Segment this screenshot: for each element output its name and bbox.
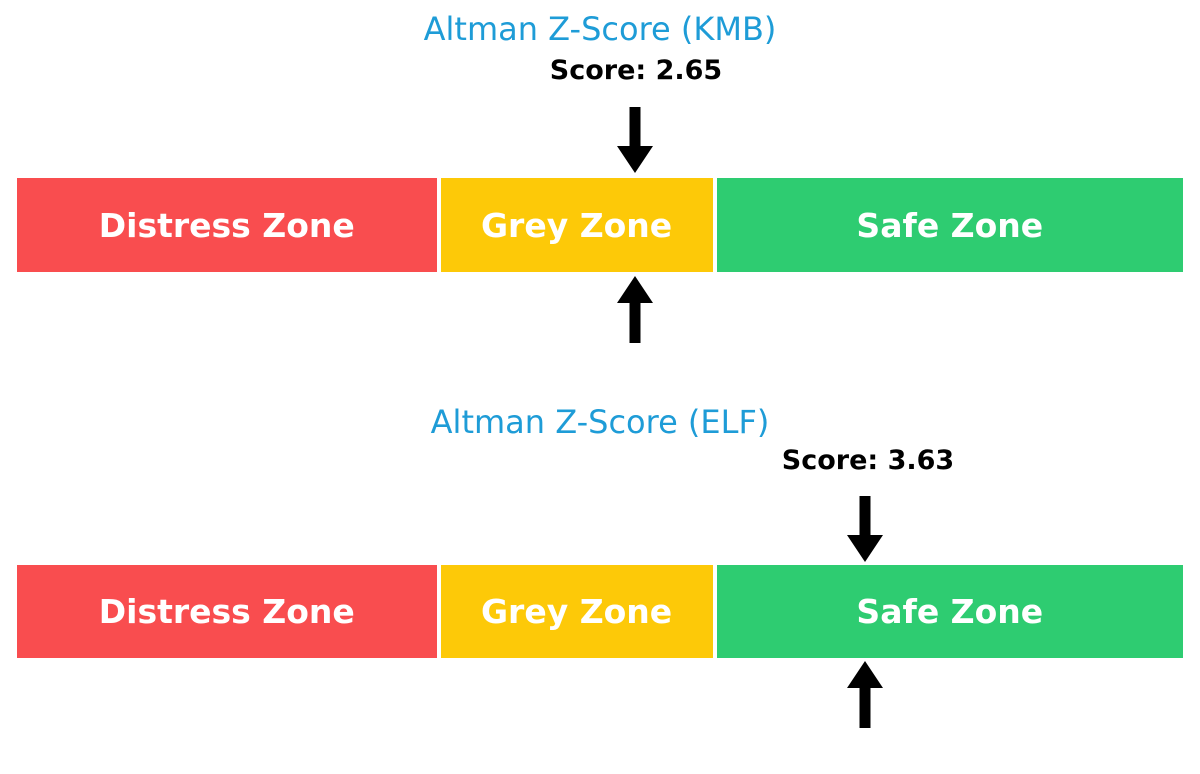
zone-distress: Distress Zone <box>15 176 439 274</box>
score-arrow-up-icon <box>617 276 653 343</box>
zone-safe: Safe Zone <box>714 563 1185 660</box>
score-label: Score: 3.63 <box>781 445 955 476</box>
chart-kmb: Altman Z-Score (KMB) Score: 2.65 Distres… <box>0 0 1200 350</box>
zone-bar: Distress Zone Grey Zone Safe Zone <box>15 563 1185 660</box>
score-arrow-down-icon <box>847 496 883 562</box>
zone-label: Grey Zone <box>480 205 673 245</box>
zone-label: Safe Zone <box>856 592 1044 631</box>
chart-title: Altman Z-Score (KMB) <box>423 10 777 48</box>
zone-label: Distress Zone <box>98 592 355 631</box>
zone-label: Safe Zone <box>856 205 1044 245</box>
chart-elf: Altman Z-Score (ELF) Score: 3.63 Distres… <box>0 390 1200 774</box>
zone-grey: Grey Zone <box>438 563 715 660</box>
zone-label: Distress Zone <box>98 205 355 245</box>
zone-grey: Grey Zone <box>438 176 715 274</box>
chart-title: Altman Z-Score (ELF) <box>430 403 770 441</box>
score-arrow-up-icon <box>847 661 883 728</box>
zone-bar: Distress Zone Grey Zone Safe Zone <box>15 176 1185 274</box>
zone-safe: Safe Zone <box>714 176 1185 274</box>
score-label: Score: 2.65 <box>549 55 723 86</box>
zone-distress: Distress Zone <box>15 563 439 660</box>
zone-label: Grey Zone <box>480 592 673 631</box>
score-arrow-down-icon <box>617 107 653 173</box>
